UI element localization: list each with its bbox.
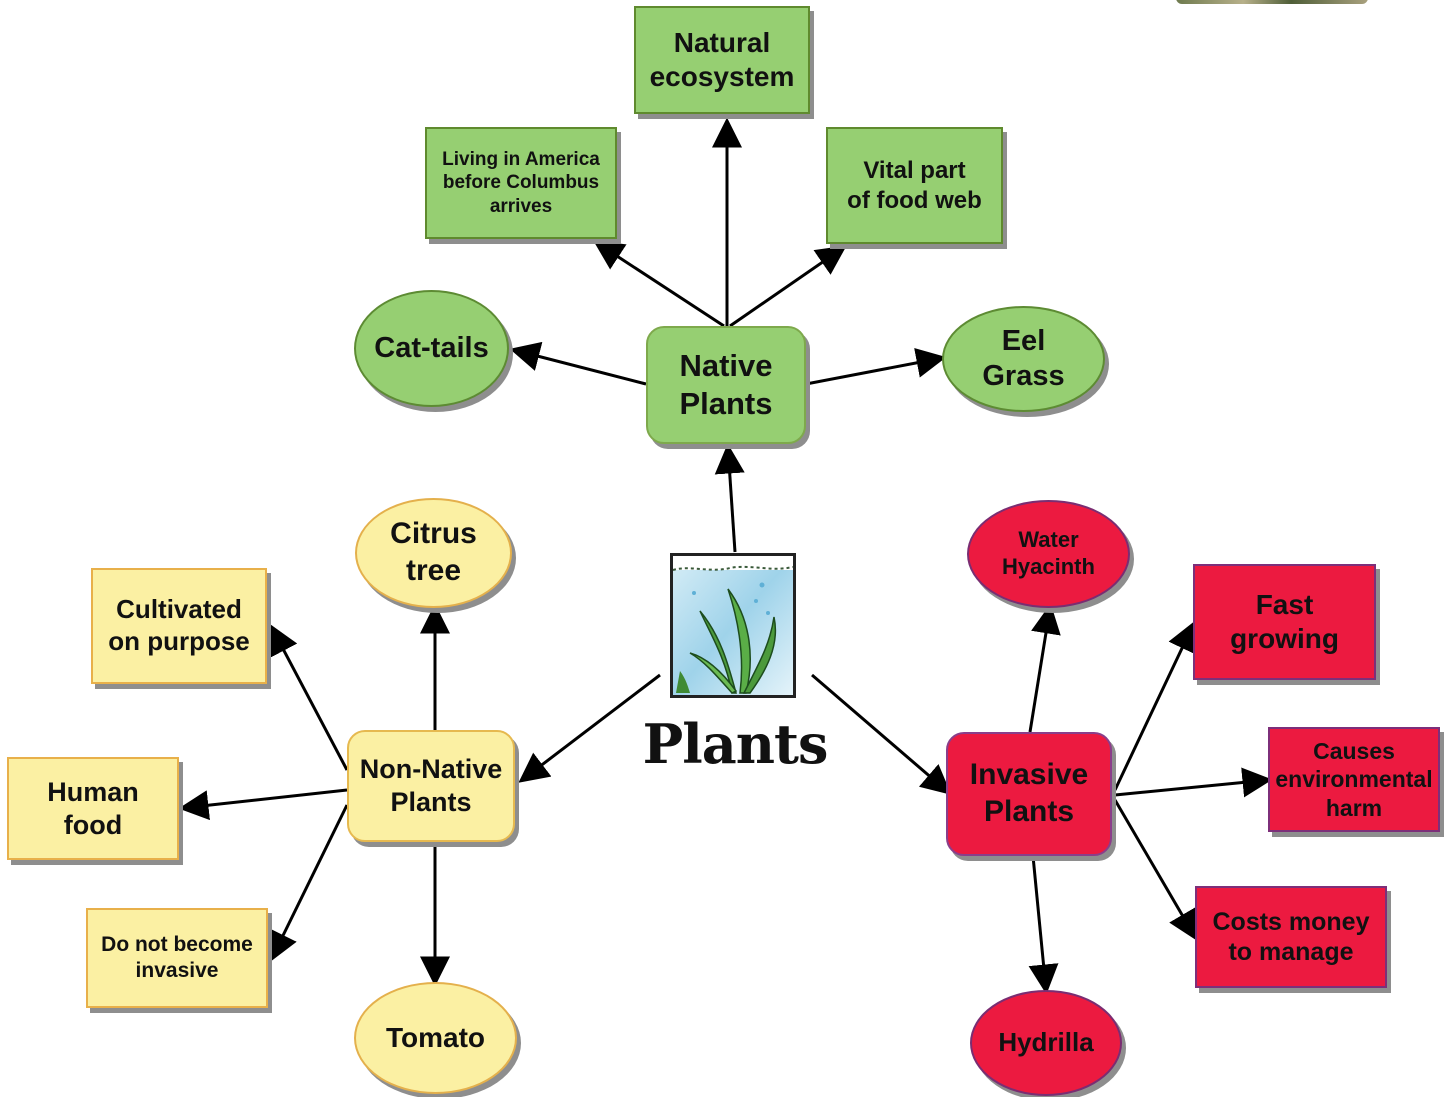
non-native-plants-node[interactable]: Non-Native Plants: [347, 730, 515, 842]
corner-photo-thumbnail: [1176, 0, 1368, 4]
living-in-america-node[interactable]: Living in America before Columbus arrive…: [425, 127, 617, 239]
arrow-invasive-to-costs-money: [1113, 799, 1198, 941]
do-not-become-invasive-node[interactable]: Do not become invasive: [86, 908, 268, 1008]
arrow-native-to-vital-part: [729, 245, 847, 328]
invasive-plants-node[interactable]: Invasive Plants: [946, 732, 1112, 856]
hydrilla-node[interactable]: Hydrilla: [970, 990, 1122, 1096]
natural-ecosystem-node[interactable]: Natural ecosystem: [634, 6, 810, 114]
arrow-invasive-to-hydrilla: [1028, 855, 1059, 995]
eel-grass-node[interactable]: Eel Grass: [942, 306, 1105, 412]
arrow-plants-to-invasive: [811, 673, 952, 795]
arrow-native-to-cat-tails: [509, 341, 647, 386]
arrow-plants-to-non-native: [518, 673, 661, 783]
water-hyacinth-node[interactable]: Water Hyacinth: [967, 500, 1130, 608]
costs-money-node[interactable]: Costs money to manage: [1195, 886, 1387, 988]
arrow-invasive-to-water-hyacinth: [1028, 603, 1061, 733]
arrow-native-to-eel-grass: [805, 348, 947, 386]
aquarium-plant-icon: [670, 553, 796, 698]
tomato-node[interactable]: Tomato: [354, 982, 517, 1094]
cultivated-node[interactable]: Cultivated on purpose: [91, 568, 267, 684]
arrow-invasive-to-fast-growing: [1113, 620, 1196, 791]
arrow-non-native-to-human-food: [178, 788, 348, 821]
arrow-native-to-living-in-america: [593, 240, 725, 328]
causes-environmental-harm-node[interactable]: Causes environmental harm: [1268, 727, 1440, 832]
fast-growing-node[interactable]: Fast growing: [1193, 564, 1376, 680]
vital-part-node[interactable]: Vital part of food web: [826, 127, 1003, 244]
arrow-non-native-to-cultivated: [269, 624, 349, 771]
cat-tails-node[interactable]: Cat-tails: [354, 290, 509, 407]
arrow-invasive-to-causes-harm: [1114, 767, 1273, 798]
arrow-plants-to-native: [714, 443, 745, 553]
human-food-node[interactable]: Human food: [7, 757, 179, 860]
native-plants-node[interactable]: Native Plants: [646, 326, 806, 444]
citrus-tree-node[interactable]: Citrus tree: [355, 498, 512, 608]
arrow-non-native-to-do-not-become: [269, 804, 349, 963]
center-title: Plants: [642, 712, 829, 776]
